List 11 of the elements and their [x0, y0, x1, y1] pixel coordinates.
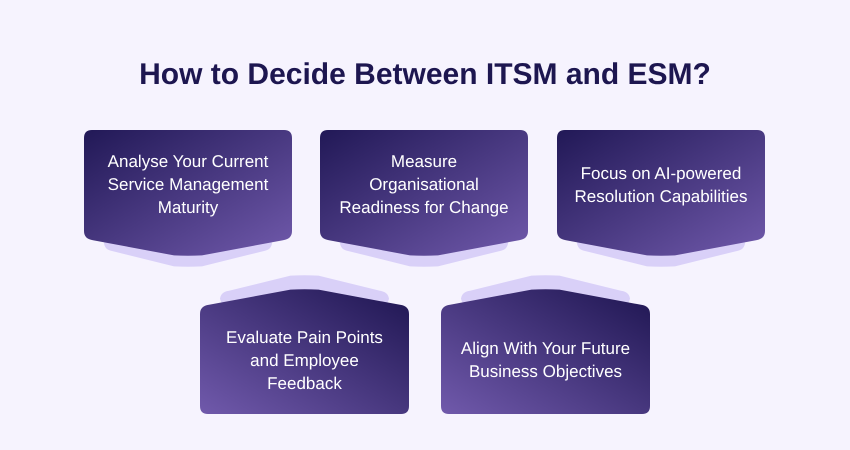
card-text: Evaluate Pain Points and Employee Feedback: [225, 326, 384, 394]
card-text: Measure Organisational Readiness for Change: [338, 151, 510, 219]
card-text: Align With Your Future Business Objectives: [460, 338, 632, 383]
up-pentagon-card: [200, 289, 409, 414]
card-text: Focus on AI-powered Resolution Capabilities: [574, 162, 748, 208]
down-pentagon-card: [320, 130, 528, 256]
down-pentagon-card: [84, 130, 292, 256]
up-pentagon-card: [441, 289, 650, 414]
title: How to Decide Between ITSM and ESM?: [138, 58, 712, 92]
card-text: Analyse Your Current Service Management Maturity: [106, 151, 270, 219]
down-pentagon-card: [557, 130, 765, 256]
